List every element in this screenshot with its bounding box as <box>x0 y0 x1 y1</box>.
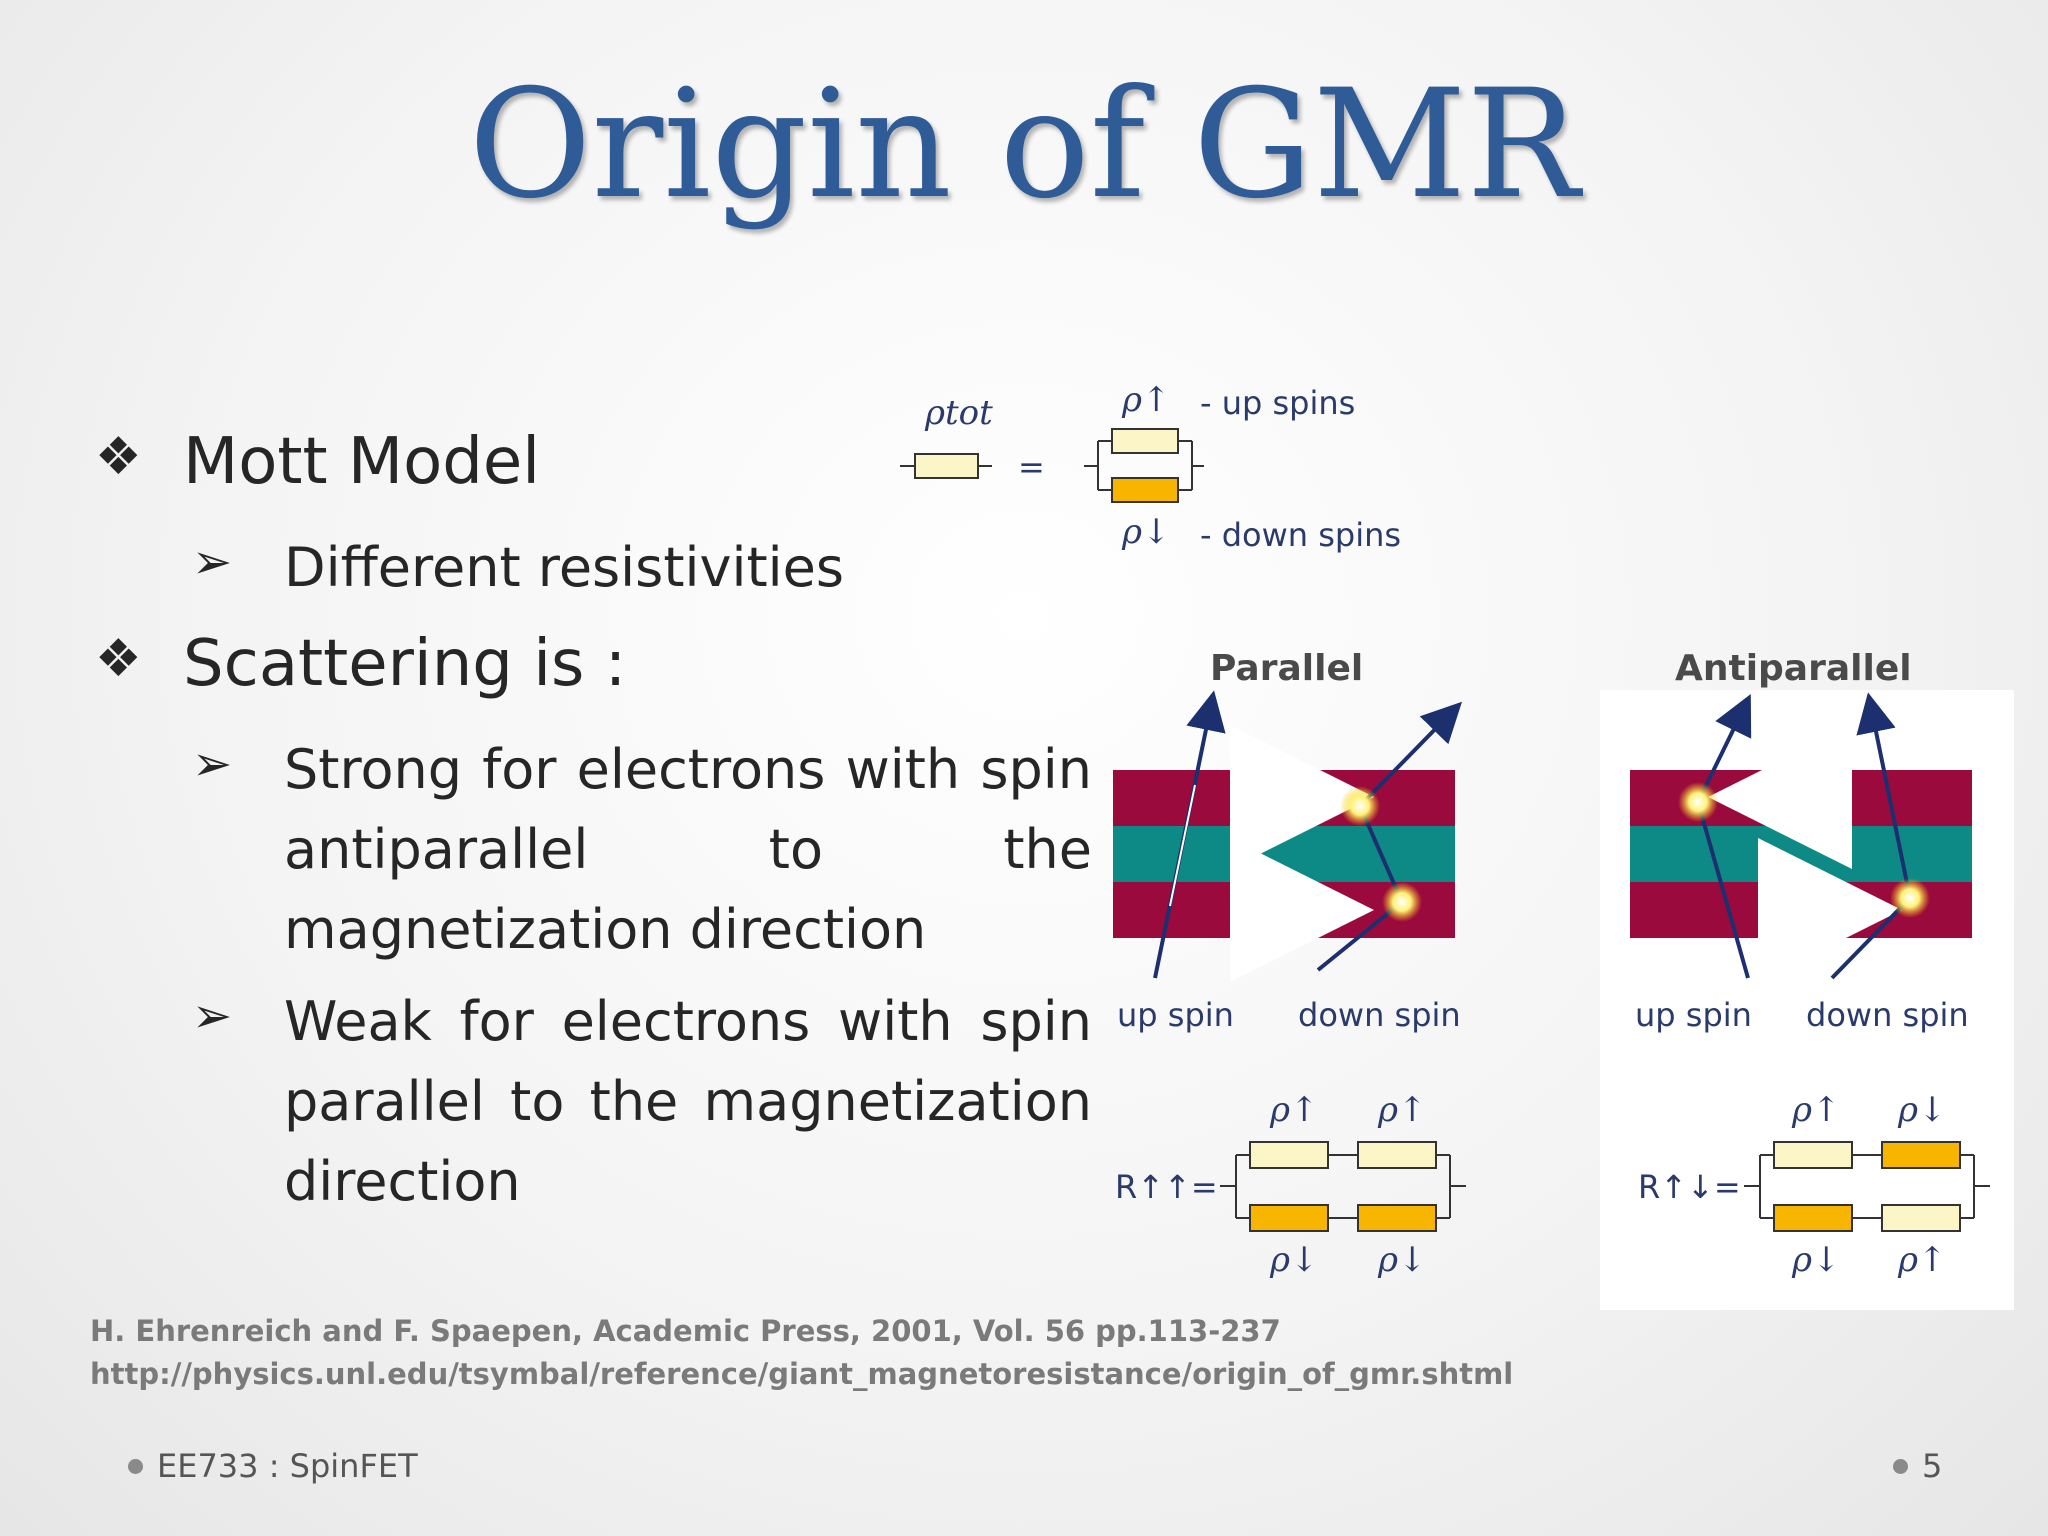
r-antiparallel-label: R↑↓= <box>1638 1168 1741 1206</box>
antiparallel-rho-down-2: ρ↓ <box>1792 1240 1841 1280</box>
parallel-rho-down-1: ρ↓ <box>1270 1240 1319 1280</box>
parallel-up-spin-label: up spin <box>1117 996 1234 1034</box>
scatter-spark-icon <box>1382 882 1422 922</box>
parallel-down-spin-label: down spin <box>1298 996 1461 1034</box>
references: H. Ehrenreich and F. Spaepen, Academic P… <box>90 1310 1513 1396</box>
arrow-bullet-icon: ➢ <box>192 534 233 590</box>
diamond-bullet-icon: ❖ <box>95 427 142 487</box>
parallel-trilayer <box>1113 725 1455 982</box>
slide-title: Origin of GMR <box>468 58 1580 232</box>
parallel-rho-up-1: ρ↑ <box>1270 1090 1319 1130</box>
antiparallel-rho-up-2: ρ↑ <box>1898 1240 1947 1280</box>
bullet-text: Weak for electrons with spin parallel to… <box>284 990 1092 1213</box>
footer-course: EE733 : SpinFET <box>128 1447 418 1485</box>
reference-url[interactable]: http://physics.unl.edu/tsymbal/reference… <box>90 1357 1514 1391</box>
antiparallel-down-spin-label: down spin <box>1806 996 1969 1034</box>
r-parallel-label: R↑↑= <box>1115 1168 1218 1206</box>
bullet-text: Mott Model <box>183 425 541 499</box>
footer-dot-icon <box>128 1458 143 1474</box>
bullet-scattering: ❖ Scattering is : <box>95 627 626 701</box>
scatter-spark-icon <box>1340 786 1380 826</box>
footer-dot-icon <box>1893 1458 1908 1474</box>
scatter-spark-icon <box>1890 878 1930 918</box>
rho-total-equation <box>900 428 1204 503</box>
bullet-mott-model: ❖ Mott Model <box>95 425 540 499</box>
antiparallel-label: Antiparallel <box>1675 648 1912 689</box>
parallel-rho-down-2: ρ↓ <box>1378 1240 1427 1280</box>
antiparallel-rho-up-1: ρ↑ <box>1792 1090 1841 1130</box>
arrow-bullet-icon: ➢ <box>192 988 233 1044</box>
footer-course-text: EE733 : SpinFET <box>157 1447 418 1485</box>
parallel-upspin-path-overlay <box>1169 784 1196 907</box>
bullet-different-resistivities: ➢ Different resistivities <box>192 528 844 608</box>
scatter-spark-icon <box>1678 782 1718 822</box>
down-spins-label: - down spins <box>1200 516 1402 554</box>
parallel-resistor-network <box>1220 1141 1466 1232</box>
arrow-bullet-icon: ➢ <box>192 736 233 792</box>
page-number: 5 <box>1922 1447 1943 1485</box>
bullet-weak-scattering: ➢ Weak for electrons with spin parallel … <box>192 982 1092 1222</box>
antiparallel-rho-down-1: ρ↓ <box>1898 1090 1947 1130</box>
equals-sign: = <box>1018 448 1045 486</box>
rho-tot-label: ρtot <box>925 393 993 433</box>
bullet-text: Strong for electrons with spin antiparal… <box>284 738 1092 961</box>
diamond-bullet-icon: ❖ <box>95 629 142 689</box>
antiparallel-resistor-network <box>1744 1141 1990 1232</box>
reference-citation: H. Ehrenreich and F. Spaepen, Academic P… <box>90 1314 1281 1348</box>
bullet-text: Scattering is : <box>183 627 627 701</box>
bullet-text: Different resistivities <box>284 536 844 599</box>
rho-up-label: ρ↑ <box>1122 380 1171 420</box>
antiparallel-up-spin-label: up spin <box>1635 996 1752 1034</box>
up-spins-label: - up spins <box>1200 384 1356 422</box>
parallel-rho-up-2: ρ↑ <box>1378 1090 1427 1130</box>
rho-down-label: ρ↓ <box>1122 512 1171 552</box>
bullet-strong-scattering: ➢ Strong for electrons with spin antipar… <box>192 730 1092 970</box>
footer-page: 5 <box>1893 1447 1942 1485</box>
parallel-label: Parallel <box>1210 648 1364 689</box>
